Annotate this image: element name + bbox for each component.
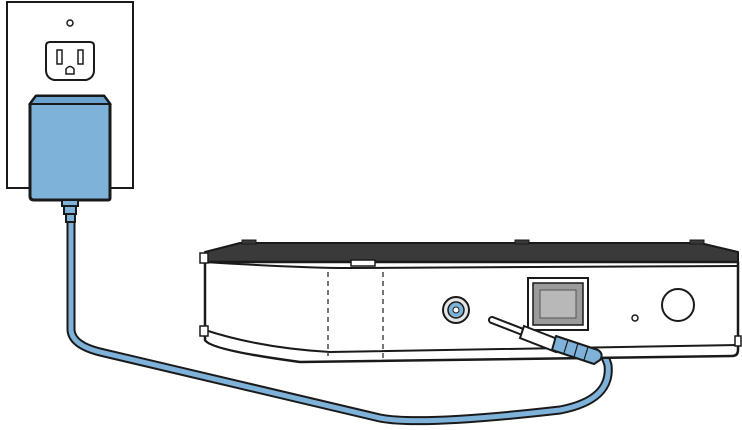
router-device-icon — [199, 239, 742, 364]
power-adapter-icon — [28, 94, 112, 223]
dc-power-port-icon — [442, 296, 470, 324]
port-housing — [527, 277, 589, 331]
power-cable-icon — [66, 215, 613, 426]
dc-plug-icon — [488, 316, 603, 365]
